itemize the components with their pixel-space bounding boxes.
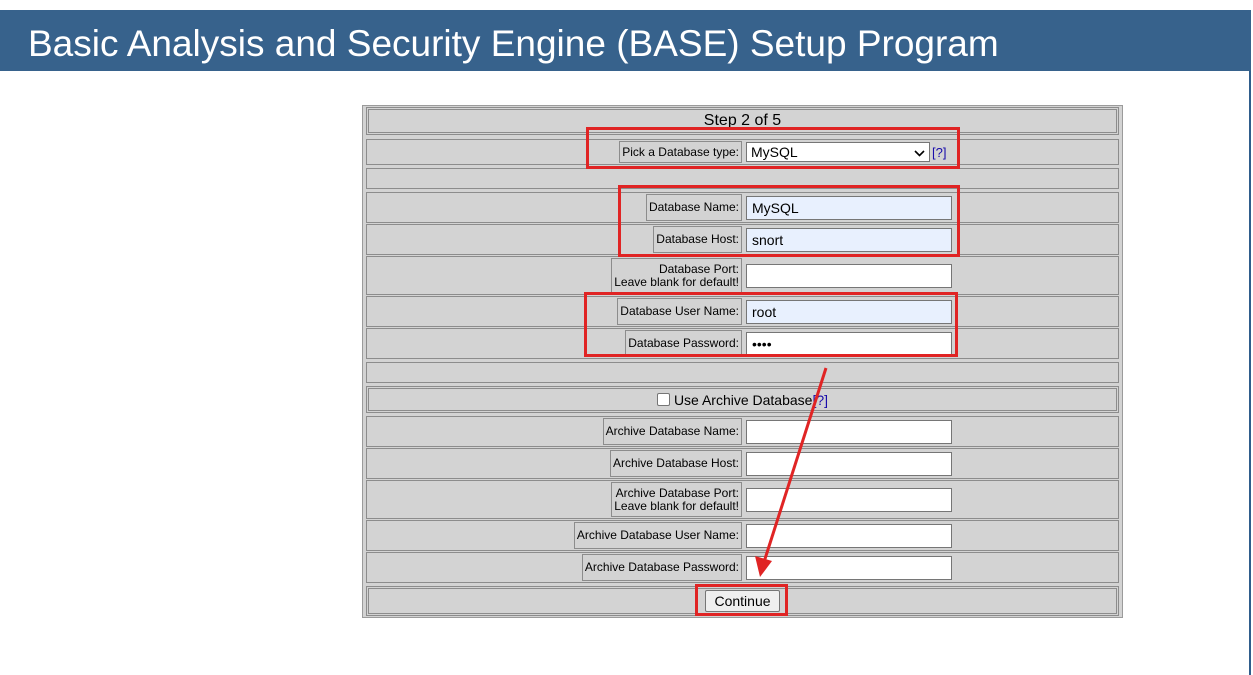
archive-name-label: Archive Database Name: (602, 418, 742, 445)
archive-port-label: Archive Database Port:Leave blank for de… (611, 482, 742, 517)
archive-host-row: Archive Database Host: (366, 448, 1119, 479)
setup-form: Step 2 of 5 Pick a Database type: MySQL … (362, 105, 1123, 618)
db-host-label: Database Host: (653, 226, 742, 253)
db-user-row: Database User Name: (366, 296, 1119, 327)
archive-port-row: Archive Database Port:Leave blank for de… (366, 480, 1119, 519)
step-text: Step 2 of 5 (368, 109, 1117, 133)
db-host-input[interactable] (746, 227, 952, 252)
continue-button[interactable]: Continue (705, 590, 780, 612)
db-password-row: Database Password: (366, 328, 1119, 359)
step-row: Step 2 of 5 (366, 107, 1119, 135)
db-port-row: Database Port:Leave blank for default! (366, 256, 1119, 295)
archive-password-row: Archive Database Password: (366, 552, 1119, 583)
db-name-input[interactable] (746, 195, 952, 220)
use-archive-checkbox[interactable] (656, 393, 670, 406)
db-user-label: Database User Name: (617, 298, 742, 325)
archive-host-label: Archive Database Host: (609, 450, 742, 477)
db-type-select[interactable]: MySQL (746, 142, 930, 162)
archive-password-label: Archive Database Password: (581, 554, 742, 581)
archive-name-row: Archive Database Name: (366, 416, 1119, 447)
page-title: Basic Analysis and Security Engine (BASE… (28, 23, 999, 64)
archive-user-label: Archive Database User Name: (573, 522, 742, 549)
archive-host-input[interactable] (746, 451, 952, 476)
db-port-input[interactable] (746, 263, 952, 288)
db-name-label: Database Name: (645, 194, 742, 221)
db-type-help-link[interactable]: [?] (932, 144, 947, 160)
db-name-row: Database Name: (366, 192, 1119, 223)
chevron-down-icon (914, 144, 925, 160)
db-type-field: MySQL [?] (746, 141, 1117, 163)
db-port-label: Database Port:Leave blank for default! (611, 258, 742, 293)
db-user-input[interactable] (746, 299, 952, 324)
header-bar: Basic Analysis and Security Engine (BASE… (0, 0, 1251, 71)
use-archive-row: Use Archive Database[?] (366, 386, 1119, 413)
db-host-row: Database Host: (366, 224, 1119, 255)
db-type-label: Pick a Database type: (619, 141, 742, 163)
use-archive-label: Use Archive Database (673, 391, 813, 408)
archive-user-row: Archive Database User Name: (366, 520, 1119, 551)
archive-name-input[interactable] (746, 419, 952, 444)
db-type-row: Pick a Database type: MySQL [?] (366, 139, 1119, 165)
archive-user-input[interactable] (746, 523, 952, 548)
archive-password-input[interactable] (746, 555, 952, 580)
spacer-row-2 (366, 362, 1119, 383)
db-password-input[interactable] (746, 331, 952, 356)
